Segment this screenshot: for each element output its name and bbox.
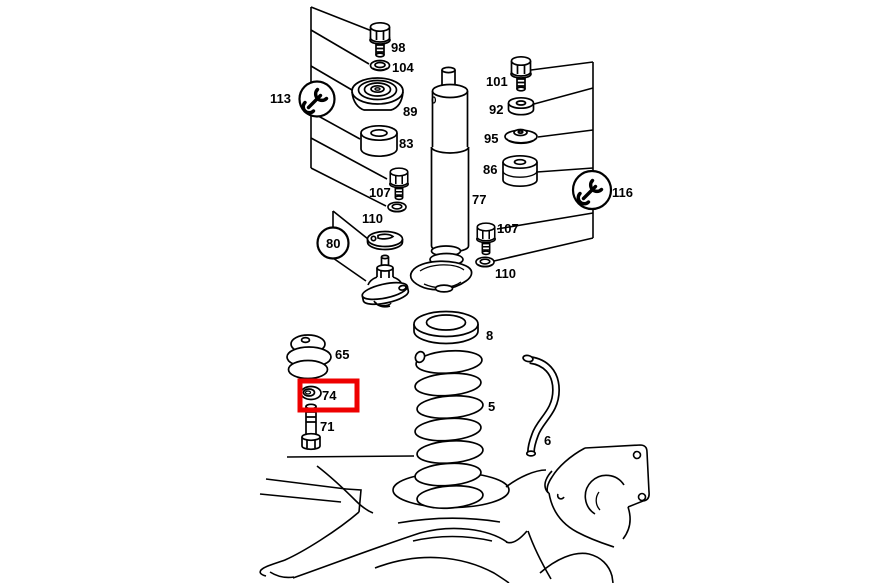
- part-plate-80: [366, 230, 404, 251]
- part-coil-spring-5: [414, 349, 484, 510]
- part-number-label-80: 80: [326, 236, 340, 251]
- part-balljoint-80: [361, 254, 410, 308]
- part-bolt-101: [510, 55, 532, 92]
- part-number-label-92: 92: [489, 102, 503, 117]
- part-number-label-65: 65: [335, 347, 349, 362]
- part-bolt-98: [369, 21, 391, 58]
- part-shock-absorber-77: [409, 66, 473, 293]
- part-washer-104: [369, 59, 391, 72]
- part-number-label-8: 8: [486, 328, 493, 343]
- part-number-label-6: 6: [544, 433, 551, 448]
- part-number-label-110: 110: [362, 211, 383, 226]
- part-number-label-highlighted: 74: [322, 388, 337, 403]
- part-number-label-107: 107: [369, 185, 391, 200]
- part-number-label-104: 104: [392, 60, 414, 75]
- part-number-label-116: 116: [612, 185, 633, 200]
- part-spring-seat-8: [413, 310, 479, 345]
- part-buffer-65: [286, 334, 332, 380]
- part-washer-74: [300, 385, 322, 401]
- part-number-label-113: 113: [270, 91, 291, 106]
- highlight-box-part-74: [297, 378, 360, 413]
- part-bolt-107-left: [389, 167, 409, 201]
- part-washer-110-left: [387, 201, 407, 213]
- part-number-label-5: 5: [488, 399, 495, 414]
- part-number-label-77: 77: [472, 192, 486, 207]
- part-ring-92: [507, 96, 535, 116]
- part-number-label-98: 98: [391, 40, 405, 55]
- part-number-label-101: 101: [486, 74, 508, 89]
- part-bushing-86: [502, 154, 538, 188]
- part-number-label-86: 86: [483, 162, 497, 177]
- part-link-6: [522, 354, 561, 457]
- part-number-label-95: 95: [484, 131, 498, 146]
- callout-circle-116: [571, 169, 613, 211]
- part-washer-95: [504, 128, 538, 145]
- part-number-label-89: 89: [403, 104, 417, 119]
- part-washer-110-right: [475, 256, 495, 268]
- part-number-label-71: 71: [320, 419, 334, 434]
- leader-lines: [310, 6, 594, 282]
- part-number-label-110: 110: [495, 266, 516, 281]
- callout-circle-80: [316, 226, 350, 260]
- callout-circle-113: [298, 80, 336, 118]
- part-number-label-107: 107: [497, 221, 519, 236]
- part-bushing-83: [360, 124, 398, 158]
- part-bolt-107-right: [476, 222, 496, 256]
- part-number-label-83: 83: [399, 136, 413, 151]
- part-mount-89: [351, 77, 404, 111]
